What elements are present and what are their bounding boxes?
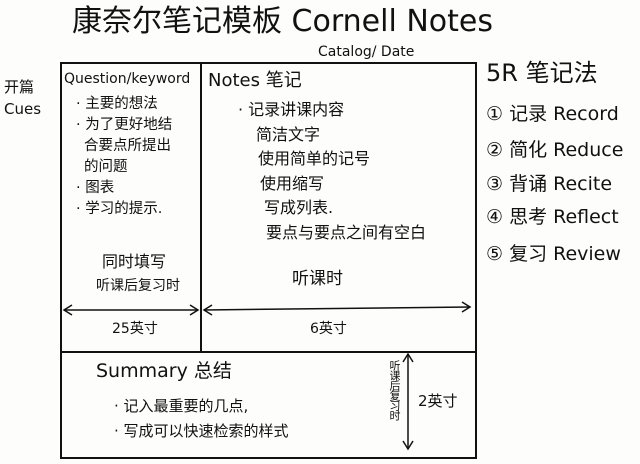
five-r-item-review: ⑤ 复习 Review xyxy=(486,243,621,265)
notes-column-items: · 记录讲课内容 简洁文字 使用简单的记号 使用缩写 写成列表. 要点与要点之间… xyxy=(238,98,426,245)
catalog-date-label: Catalog/ Date xyxy=(318,44,415,60)
page-title: 康奈尔笔记模板 Cornell Notes xyxy=(72,4,493,39)
cue-when-line: 同时填写 xyxy=(102,252,167,271)
cue-item: 合要点所提出 xyxy=(84,138,171,154)
summary-when-label: 听课后复习时 xyxy=(388,360,401,420)
cue-column-heading: Question/keyword xyxy=(64,71,191,87)
summary-divider xyxy=(60,351,475,353)
cues-label: 开篇 Cues xyxy=(4,76,60,120)
summary-height-arrow xyxy=(402,352,414,451)
cue-width-arrow xyxy=(62,304,200,316)
cue-item: · 图表 xyxy=(76,180,115,196)
notes-item: 写成列表. xyxy=(264,198,334,217)
five-r-item-record: ① 记录 Record xyxy=(486,103,619,125)
notes-item: 要点与要点之间有空白 xyxy=(266,222,427,242)
notes-item: · 记录讲课内容 xyxy=(238,100,345,119)
cue-when-line: 听课后复习时 xyxy=(96,278,180,294)
cue-column-when: 同时填写 听课后复习时 xyxy=(96,250,180,298)
summary-height-label: 2英寸 xyxy=(418,392,458,410)
notes-item: 简洁文字 xyxy=(256,124,321,144)
cornell-template-frame xyxy=(60,62,477,459)
summary-items: · 记入最重要的几点, · 写成可以快速检索的样式 xyxy=(114,394,289,444)
summary-item: · 写成可以快速检索的样式 xyxy=(114,422,289,440)
five-r-item-recite: ③ 背诵 Recite xyxy=(486,173,613,195)
cue-item: · 为了更好地结 xyxy=(76,117,173,133)
cues-label-en: Cues xyxy=(4,100,42,118)
notes-column-when: 听课时 xyxy=(292,269,343,289)
width-arrows xyxy=(62,301,472,316)
cue-notes-divider xyxy=(200,62,202,352)
cues-label-cn: 开篇 xyxy=(4,78,35,96)
cue-item: 的问题 xyxy=(84,159,128,175)
notes-column-heading: Notes 笔记 xyxy=(208,70,302,91)
cue-width-label: 25英寸 xyxy=(112,321,158,337)
five-r-item-reduce: ② 简化 Reduce xyxy=(486,139,624,161)
cue-item: · 学习的提示. xyxy=(76,201,163,217)
notes-item: 使用简单的记号 xyxy=(258,149,371,168)
cue-item: · 主要的想法 xyxy=(76,96,158,112)
summary-item: · 记入最重要的几点, xyxy=(114,397,249,415)
summary-heading: Summary 总结 xyxy=(96,360,232,382)
notes-item: 使用缩写 xyxy=(260,173,325,193)
notes-width-arrow xyxy=(202,301,472,316)
five-r-item-reflect: ④ 思考 Reflect xyxy=(486,206,619,228)
five-r-heading: 5R 笔记法 xyxy=(486,59,598,87)
cue-column-items: · 主要的想法 · 为了更好地结 合要点所提出 的问题 · 图表 · 学习的提示… xyxy=(76,94,172,220)
notes-width-label: 6英寸 xyxy=(310,321,347,337)
